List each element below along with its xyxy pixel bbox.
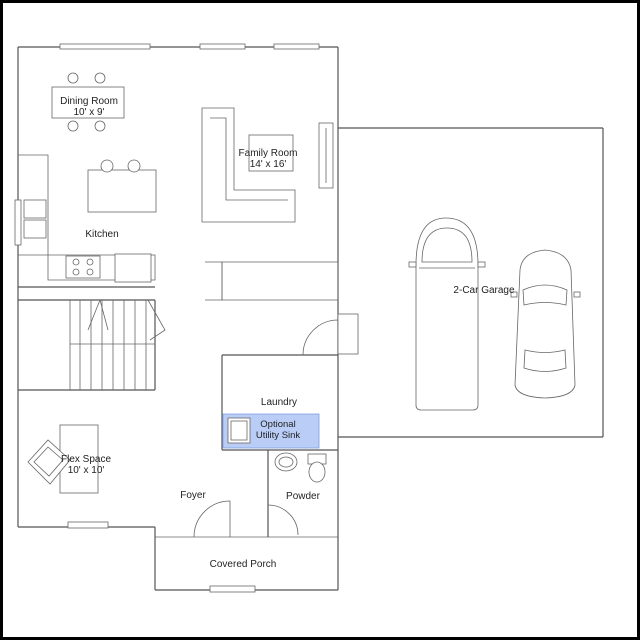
family-room-size: 14' x 16' [250,159,287,170]
flex-furniture [27,424,99,494]
family-room-furniture [201,107,334,223]
flex-space-size: 10' x 10' [68,465,105,476]
covered-porch-label: Covered Porch [210,559,277,570]
foyer-label: Foyer [180,490,206,501]
dining-room-size: 10' x 9' [73,107,104,118]
family-room-label: Family Room [239,148,298,159]
kitchen-label: Kitchen [85,229,118,240]
laundry-label: Laundry [261,397,297,408]
kitchen-fixtures [18,154,157,288]
entry-walls [193,261,359,538]
flex-space-label: Flex Space [61,454,111,465]
sink-label-line1: Optional [260,419,295,430]
powder-fixtures [274,452,327,483]
dining-table [51,72,125,132]
windows [14,43,320,593]
sink-label-line2: Utility Sink [256,430,301,441]
garage-label: 2-Car Garage [453,285,515,296]
garage [338,127,604,438]
utility-sink-highlight [222,413,320,449]
dining-room-label: Dining Room [60,96,118,107]
powder-label: Powder [286,491,321,502]
stairs [18,298,166,391]
